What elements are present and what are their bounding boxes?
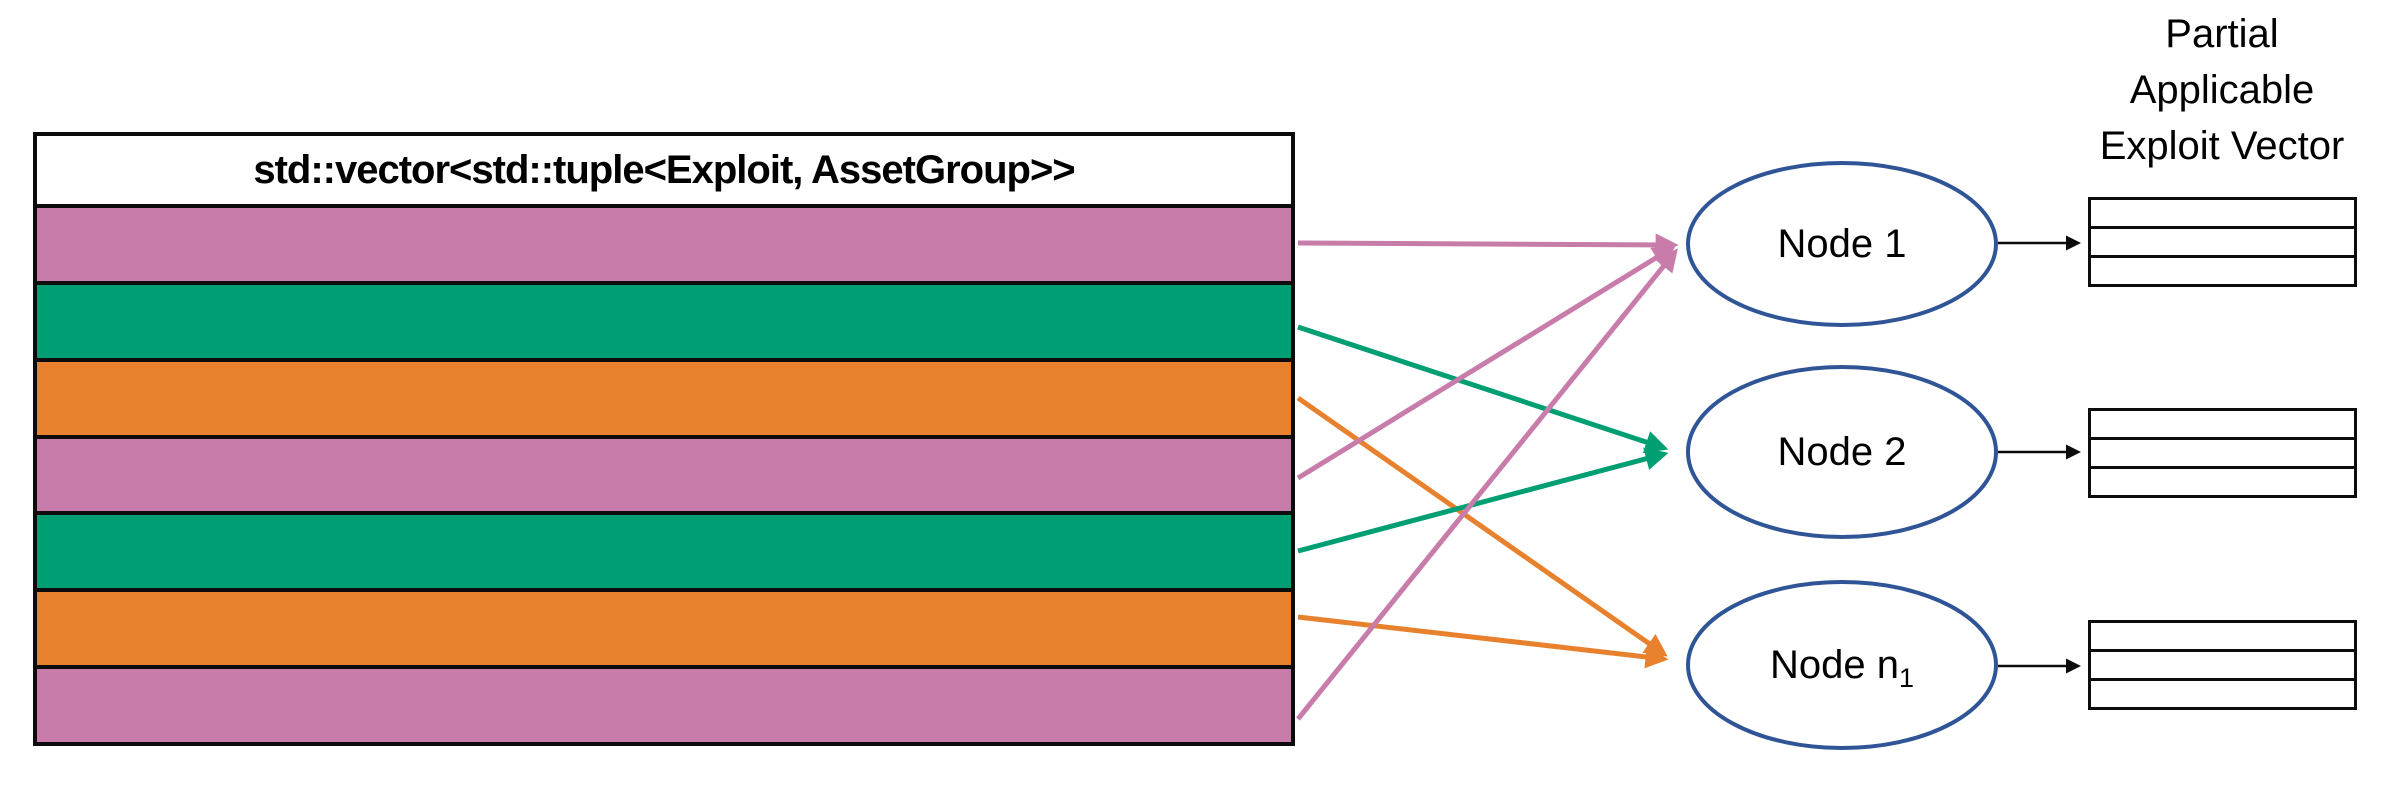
caption-line-1: Partial: [2165, 12, 2279, 56]
arrow-row7-to-node1: [1296, 248, 1678, 721]
vector-table-header: std::vector<std::tuple<Exploit, AssetGro…: [37, 136, 1291, 208]
node-n1-ellipse: [1686, 580, 1998, 750]
vector-table-row-5: [37, 511, 1291, 589]
vector-cell: [2091, 200, 2354, 226]
caption-line-2: Applicable: [2129, 68, 2315, 112]
node-n1-label-subscript: 1: [1898, 663, 1914, 693]
vector-cell: [2091, 437, 2354, 466]
arrow-row6-to-node-n1: [1297, 614, 1669, 669]
vector-cell: [2091, 623, 2354, 649]
vector-cell: [2091, 649, 2354, 678]
arrow-row2-to-node2: [1297, 324, 1669, 454]
arrow-row1-to-node1: [1297, 233, 1679, 257]
node-2-label: Node 2: [1687, 422, 1997, 482]
partial-exploit-vector-caption: Partial Applicable Exploit Vector: [2042, 6, 2383, 174]
exploit-tuple-vector-table: std::vector<std::tuple<Exploit, AssetGro…: [33, 132, 1295, 746]
caption-line-3: Exploit Vector: [2099, 124, 2345, 168]
node-2-ellipse: [1686, 365, 1998, 539]
vector-table-row-1: [37, 208, 1291, 281]
partial-exploit-vector-table-node-n1: [2088, 620, 2357, 710]
vector-table-row-3: [37, 357, 1291, 435]
node-1-label-text: Node 1: [1777, 222, 1907, 266]
vector-cell: [2091, 411, 2354, 437]
arrow-row3-to-node-n1: [1296, 395, 1668, 657]
partial-exploit-vector-table-node2: [2088, 408, 2357, 498]
vector-table-row-2: [37, 280, 1291, 358]
node-n1-label-text: Node n: [1769, 643, 1899, 687]
vector-cell: [2091, 226, 2354, 255]
vector-cell: [2091, 466, 2354, 495]
arrow-row4-to-node1: [1296, 245, 1676, 481]
arrow-row5-to-node2: [1297, 447, 1669, 554]
vector-table-row-6: [37, 588, 1291, 666]
vector-cell: [2091, 678, 2354, 707]
vector-table-row-7: [37, 665, 1291, 743]
node-1-label: Node 1: [1687, 214, 1997, 274]
node-n1-label: Node n1: [1687, 635, 1997, 695]
node-2-label-text: Node 2: [1777, 430, 1907, 474]
node-1-ellipse: [1686, 161, 1998, 327]
vector-cell: [2091, 255, 2354, 284]
vector-table-row-4: [37, 434, 1291, 512]
partial-exploit-vector-table-node1: [2088, 197, 2357, 287]
